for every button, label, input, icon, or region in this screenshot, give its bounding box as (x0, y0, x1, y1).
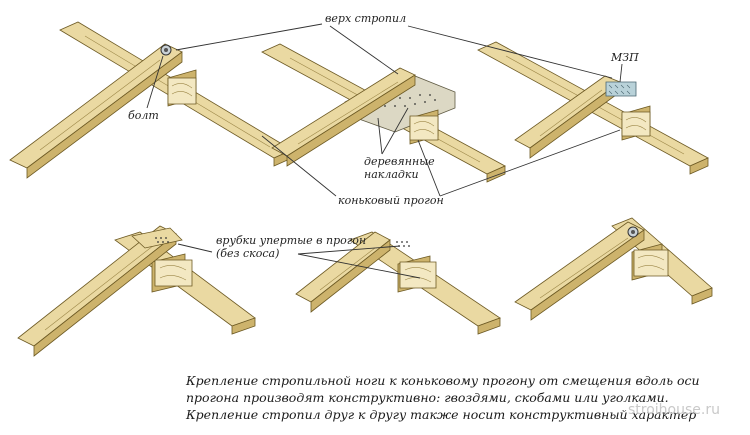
joint-notch-2 (295, 231, 501, 335)
caption-line-1: Крепление стропильной ноги к коньковому … (185, 373, 700, 388)
joint-notch-1 (17, 225, 256, 357)
joint-bolted-overlap (9, 21, 293, 179)
joint-notch-bolt (514, 217, 713, 321)
caption-line-2: прогона производят конструктивно: гвоздя… (186, 390, 669, 405)
label-bolt: болт (128, 109, 159, 122)
watermark: stroihouse.ru (628, 402, 720, 418)
label-rafter-top: верх стропил (325, 12, 406, 25)
label-notches-2: (без скоса) (216, 247, 279, 260)
label-ridge-purlin: коньковый прогон (338, 194, 444, 207)
label-wooden-plates-1: деревянные (364, 155, 435, 168)
label-notches-1: врубки упертые в прогон (216, 234, 366, 247)
joint-wooden-plates (261, 43, 506, 183)
joint-mzp-plate (477, 41, 709, 175)
label-wooden-plates-2: накладки (364, 168, 419, 181)
mzp-plate (605, 81, 637, 97)
label-mzp: МЗП (610, 51, 639, 64)
caption-line-3: Крепление стропил друг к другу также нос… (185, 407, 696, 422)
leader-lines (146, 23, 623, 279)
